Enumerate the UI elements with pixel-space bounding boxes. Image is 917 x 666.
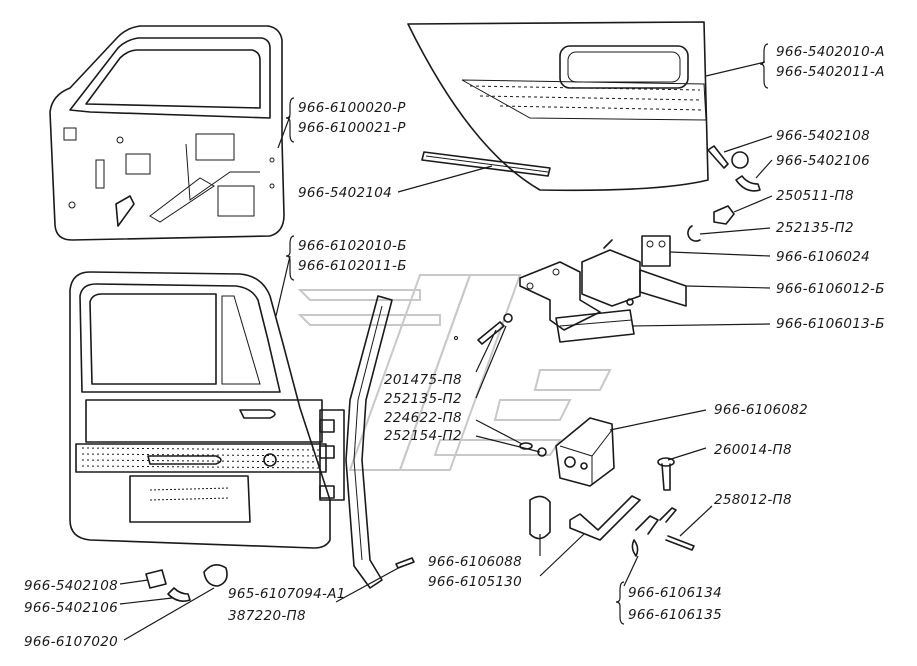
label-bolt: 201475-П8: [384, 372, 462, 388]
watermark: [297, 274, 612, 471]
button-spring-group-bottom: [145, 564, 228, 602]
label-washer-spring: 224622-П8: [384, 410, 462, 426]
label-pad: 966-6106088: [428, 554, 522, 570]
part-labels: 966-5402010-А 966-5402011-А 966-6100020-…: [24, 44, 885, 650]
label-nut-top: 250511-П8: [776, 188, 854, 204]
label-hinge-pin-block: 966-6106024: [776, 249, 870, 265]
hinge-parts: [519, 235, 687, 343]
label-link: 966-6105130: [428, 574, 522, 590]
window-channel: [319, 295, 415, 589]
seal-strip: [421, 151, 551, 177]
outer-door-skin: [407, 21, 709, 192]
label-button-top: 966-5402108: [776, 128, 870, 144]
label-pin: 260014-П8: [714, 442, 792, 458]
label-spring-b: 966-6106135: [628, 607, 722, 623]
lower-small-parts: [529, 495, 695, 557]
label-spring-top: 966-5402106: [776, 153, 870, 169]
label-door-body-b: 966-5402011-А: [776, 64, 885, 80]
label-spring-bottom: 966-5402106: [24, 600, 118, 616]
label-cotter: 258012-П8: [714, 492, 792, 508]
label-washer-flat: 252154-П2: [384, 428, 462, 444]
door-main: [69, 271, 331, 549]
label-seal-strip: 966-5402104: [298, 185, 392, 201]
inner-door-panel-top: [49, 25, 285, 241]
label-washer-mid: 252135-П2: [384, 391, 462, 407]
leader-lines: [119, 43, 773, 641]
label-hinge-bracket: 966-6106013-Б: [776, 316, 885, 332]
label-cap: 966-6107020: [24, 634, 118, 650]
label-screw: 387220-П8: [228, 608, 306, 624]
button-spring-group-top: [687, 145, 761, 242]
label-door-a: 966-6102010-Б: [298, 238, 407, 254]
pin-part: [657, 457, 675, 491]
limiter-block: [519, 417, 615, 487]
label-hinge-plate: 966-6106012-Б: [776, 281, 885, 297]
label-trim-b: 966-6100021-Р: [298, 120, 406, 136]
bolt-group: [454, 313, 513, 345]
label-washer-top: 252135-П2: [776, 220, 854, 236]
label-door-body-a: 966-5402010-А: [776, 44, 885, 60]
label-channel: 965-6107094-А1: [228, 586, 346, 602]
label-spring-a: 966-6106134: [628, 585, 722, 601]
label-limiter-block: 966-6106082: [714, 402, 808, 418]
label-door-b: 966-6102011-Б: [298, 258, 407, 274]
label-trim-a: 966-6100020-Р: [298, 100, 406, 116]
label-button-bottom: 966-5402108: [24, 578, 118, 594]
